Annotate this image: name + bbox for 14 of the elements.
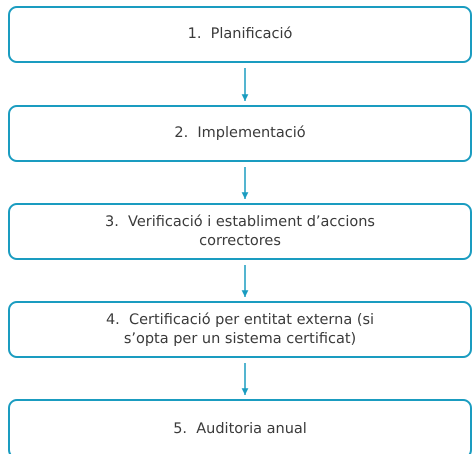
process-box [8,6,472,63]
step-label: 2. Implementació [174,124,306,143]
arrow [242,167,248,199]
step-label: 4. Certificació per entitat externa (si s’opta per un sistema certificat) [104,310,376,348]
step-label: 3. Verificació i establiment d’accions correctores [104,212,376,250]
process-box [8,203,472,260]
arrow [242,68,248,101]
arrow [242,363,248,395]
step-label: 1. Planificació [188,25,292,44]
process-box [8,399,472,454]
arrow [242,265,248,297]
process-box [8,105,472,162]
step-label: 5. Auditoria anual [173,420,307,438]
process-box [8,301,472,358]
